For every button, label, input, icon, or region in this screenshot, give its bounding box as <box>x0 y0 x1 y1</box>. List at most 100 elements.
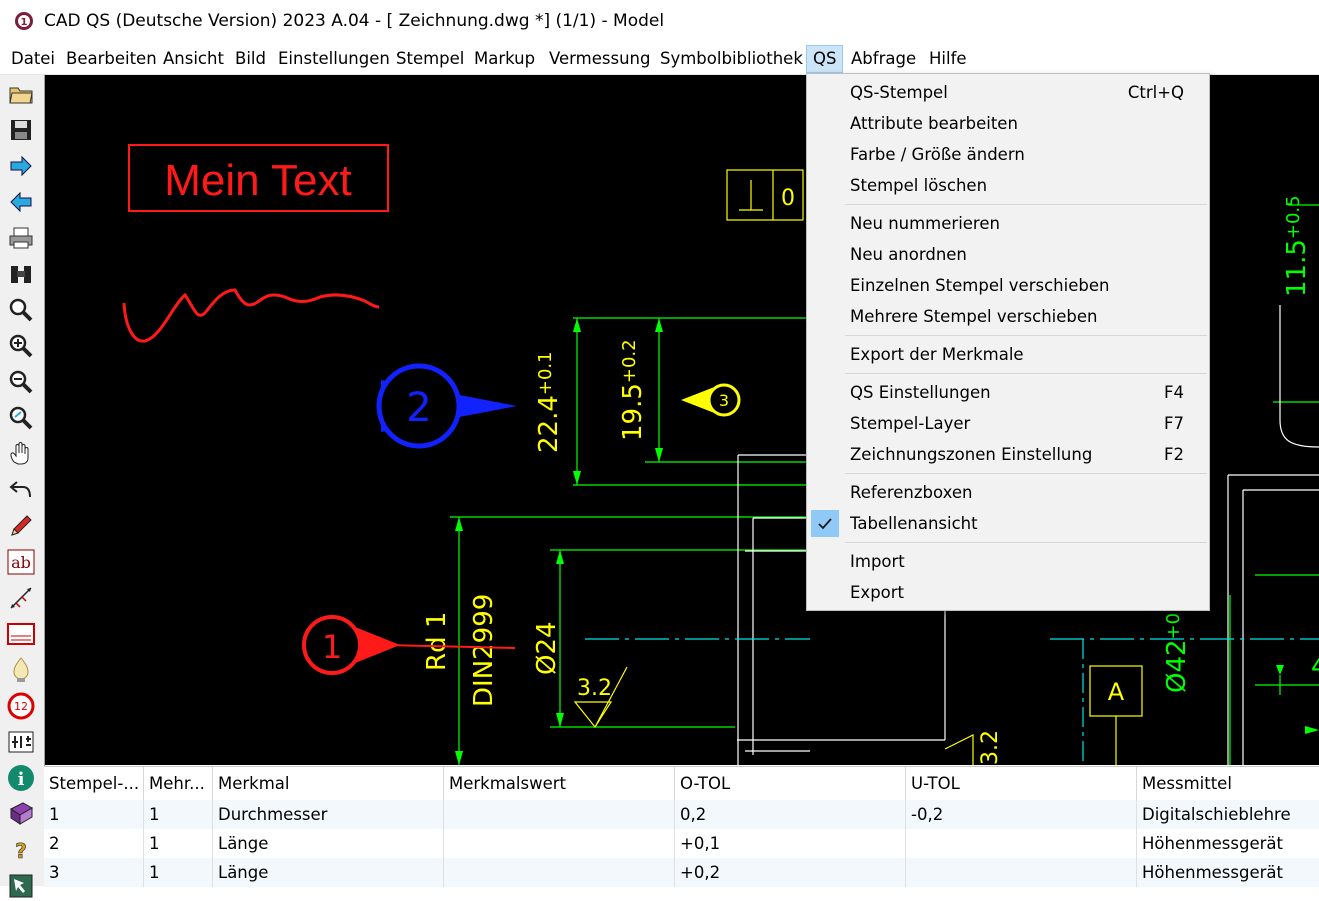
menu-neu-nummerieren[interactable]: Neu nummerieren <box>807 208 1209 239</box>
menu-item-shortcut: Ctrl+Q <box>1127 83 1184 102</box>
feature-control-frame <box>726 169 804 221</box>
table-cell: 3 <box>44 858 144 887</box>
qs-stamp-3[interactable]: 3 <box>681 383 741 417</box>
info-icon[interactable]: i <box>6 763 36 793</box>
svg-text:i: i <box>18 769 25 790</box>
open-folder-icon[interactable] <box>6 79 36 109</box>
menu-item-label: Attribute bearbeiten <box>850 114 1018 133</box>
menu-hilfe[interactable]: Hilfe <box>929 49 967 68</box>
menu-export[interactable]: Export <box>807 577 1209 608</box>
features-table: Stempel-... Mehr... Merkmal Merkmalswert… <box>44 766 1319 887</box>
column-header-u-tol[interactable]: U-TOL <box>906 767 1137 800</box>
menu-qs-stempel[interactable]: QS-Stempel Ctrl+Q <box>807 77 1209 108</box>
undo-icon[interactable] <box>6 475 36 505</box>
menu-item-label: Zeichnungszonen Einstellung <box>850 445 1093 464</box>
zoom-out-icon[interactable] <box>6 367 36 397</box>
column-header-stempel[interactable]: Stempel-... <box>44 767 144 800</box>
menu-bild[interactable]: Bild <box>235 49 266 68</box>
menu-neu-anordnen[interactable]: Neu anordnen <box>807 239 1209 270</box>
arrow-right-icon[interactable] <box>6 151 36 181</box>
window-title: CAD QS (Deutsche Version) 2023 A.04 - [ … <box>44 11 665 31</box>
center-lines <box>585 638 1319 765</box>
tolerance-icon[interactable] <box>6 727 36 757</box>
menu-attribute-bearbeiten[interactable]: Attribute bearbeiten <box>807 108 1209 139</box>
print-icon[interactable] <box>6 223 36 253</box>
menu-einstellungen[interactable]: Einstellungen <box>278 49 390 68</box>
column-header-merkmal[interactable]: Merkmal <box>213 767 444 800</box>
menu-qs[interactable]: QS <box>806 45 844 73</box>
menu-item-label: Tabellenansicht <box>850 514 978 533</box>
select-icon[interactable] <box>6 871 36 901</box>
column-header-mehrfach[interactable]: Mehr... <box>144 767 213 800</box>
arrow-left-icon[interactable] <box>6 187 36 217</box>
menu-item-label: Referenzboxen <box>850 483 973 502</box>
zoom-in-icon[interactable] <box>6 331 36 361</box>
menu-item-label: QS Einstellungen <box>850 383 991 402</box>
menu-symbolbibliothek[interactable]: Symbolbibliothek <box>660 49 803 68</box>
menu-item-label: Neu anordnen <box>850 245 967 264</box>
dim-24-text: Ø24 <box>532 621 562 675</box>
menu-bearbeiten[interactable]: Bearbeiten <box>66 49 157 68</box>
table-row[interactable]: 2 1 Länge +0,1 Höhenmessgerät <box>44 829 1319 858</box>
svg-text:1: 1 <box>21 17 28 28</box>
menu-datei[interactable]: Datei <box>11 49 56 68</box>
menu-abfrage[interactable]: Abfrage <box>851 49 917 68</box>
book-icon[interactable] <box>6 799 36 829</box>
table-cell: Höhenmessgerät <box>1142 834 1283 853</box>
menu-item-label: Stempel-Layer <box>850 414 971 433</box>
menu-stempel-loeschen[interactable]: Stempel löschen <box>807 170 1209 201</box>
table-row[interactable]: 3 1 Länge +0,2 Höhenmessgerät <box>44 858 1319 887</box>
menu-farbe-groesse[interactable]: Farbe / Größe ändern <box>807 139 1209 170</box>
menu-import[interactable]: Import <box>807 546 1209 577</box>
qs-stamp-1[interactable]: 1 <box>302 615 516 675</box>
table-cell: Länge <box>213 858 444 887</box>
zoom-window-icon[interactable] <box>6 403 36 433</box>
column-header-merkmalswert[interactable]: Merkmalswert <box>444 767 675 800</box>
menu-separator <box>845 373 1207 374</box>
menu-item-label: Neu nummerieren <box>850 214 1000 233</box>
menu-export-merkmale[interactable]: Export der Merkmale <box>807 339 1209 370</box>
dimension-icon[interactable] <box>6 583 36 613</box>
markup-text-box[interactable] <box>128 144 389 212</box>
table-row[interactable]: 1 1 Durchmesser 0,2 -0,2 Digitalschieble… <box>44 800 1319 829</box>
menu-tabellenansicht[interactable]: Tabellenansicht <box>807 508 1209 539</box>
menu-mehrere-verschieben[interactable]: Mehrere Stempel verschieben <box>807 301 1209 332</box>
qs-stamp-2[interactable]: 2 <box>376 363 517 449</box>
help-icon[interactable]: ? <box>6 835 36 865</box>
roughness-symbol <box>573 666 628 729</box>
table-cell <box>906 829 1137 858</box>
stamp-number-icon[interactable]: 12 <box>6 691 36 721</box>
stamp-list-icon[interactable] <box>6 619 36 649</box>
menu-markup[interactable]: Markup <box>474 49 536 68</box>
table-cell: -0,2 <box>906 800 1137 829</box>
table-cell: Höhenmessgerät <box>1142 863 1283 882</box>
table-cell: Länge <box>213 829 444 858</box>
menu-separator <box>845 335 1207 336</box>
roughness-text: 3.2 <box>577 676 612 701</box>
pencil-icon[interactable] <box>6 511 36 541</box>
menu-item-label: Export <box>850 583 905 602</box>
menu-referenzboxen[interactable]: Referenzboxen <box>807 477 1209 508</box>
svg-text:1: 1 <box>322 628 342 666</box>
light-bulb-icon[interactable] <box>6 655 36 685</box>
column-header-o-tol[interactable]: O-TOL <box>675 767 906 800</box>
column-header-messmittel[interactable]: Messmittel <box>1142 774 1232 793</box>
svg-text:?: ? <box>15 839 27 863</box>
menu-stempel[interactable]: Stempel <box>396 49 465 68</box>
menu-vermessung[interactable]: Vermessung <box>549 49 651 68</box>
save-icon[interactable] <box>6 115 36 145</box>
menu-einzelnen-verschieben[interactable]: Einzelnen Stempel verschieben <box>807 270 1209 301</box>
menu-item-label: QS-Stempel <box>850 83 948 102</box>
binoculars-icon[interactable] <box>6 259 36 289</box>
freehand-markup[interactable] <box>122 288 380 343</box>
text-icon[interactable]: ab <box>6 547 36 577</box>
pan-hand-icon[interactable] <box>6 439 36 469</box>
table-cell: Durchmesser <box>213 800 444 829</box>
zoom-icon[interactable] <box>6 295 36 325</box>
menu-item-label: Einzelnen Stempel verschieben <box>850 276 1110 295</box>
table-cell: 2 <box>44 829 144 858</box>
menu-ansicht[interactable]: Ansicht <box>163 49 224 68</box>
